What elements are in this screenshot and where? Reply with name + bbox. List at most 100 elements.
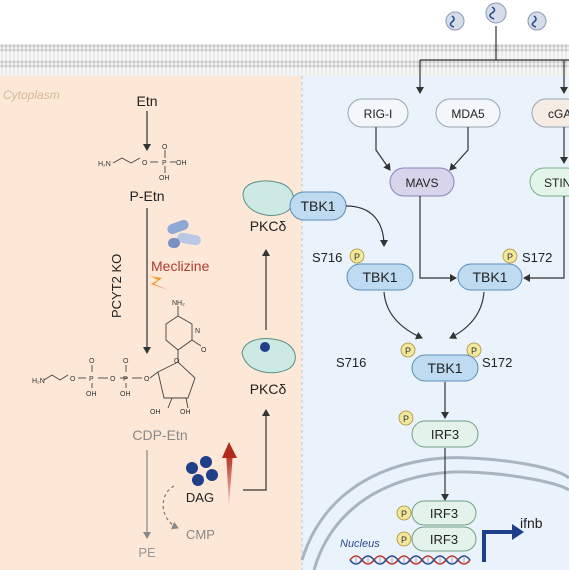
p-etn-label: P-Etn [129,188,164,204]
dag-bound-icon [260,342,270,352]
rig-i-arrow [375,127,391,171]
cgas-label: cGA [548,107,569,121]
svg-text:OH: OH [176,160,187,167]
s172-label-1: S172 [522,250,552,265]
dag-label: DAG [186,490,214,505]
mda5-label: MDA5 [451,107,485,121]
virus-icon [527,11,547,31]
svg-text:OH: OH [180,409,191,416]
svg-text:O: O [110,376,116,383]
pill-icon [167,219,201,248]
mavs-to-tbk1-arrow [419,196,457,282]
dna-helix-icon [349,555,471,565]
sting-label: STIN [544,176,569,190]
increase-arrow-icon [226,452,233,506]
phospho-p: P [507,252,513,262]
pkc-delta-inactive [241,338,296,374]
phospho-badge [400,342,416,358]
tbk1-s172-converge-arrow [449,291,485,339]
svg-text:P: P [89,376,94,383]
svg-text:O: O [70,376,76,383]
mavs-node [389,167,455,197]
pkc-delta-bottom-label: PKCδ [250,381,287,397]
svg-text:H₂N: H₂N [32,378,45,385]
s716-label-1: S716 [312,250,342,265]
sting-to-tbk1-arrow [523,196,565,282]
svg-text:OH: OH [120,391,131,398]
tbk1-dual-label: TBK1 [427,360,462,376]
phospho-badge [398,410,414,426]
svg-text:OH: OH [159,175,170,182]
rig-i-node [347,98,409,128]
phospho-p: P [401,509,407,519]
tbk1-s172-label: TBK1 [472,269,507,285]
svg-text:P: P [162,160,167,167]
svg-text:O: O [201,347,207,354]
pe-label: PE [138,545,156,560]
irf3-dimer-top-label: IRF3 [430,506,458,521]
phospho-p: P [401,535,407,545]
pkc-tbk1-arrow [345,205,388,247]
meclizine-label: Meclizine [151,258,210,274]
svg-text:OH: OH [86,391,97,398]
svg-text:NH₂: NH₂ [172,300,185,307]
virus-entry-arrows [416,26,569,94]
phospho-badge [396,505,412,521]
phospho-p: P [403,414,409,424]
tbk1-dual-node [411,354,479,382]
dag-to-cmp-arrow [162,485,179,530]
nuclear-envelope-outer [300,456,569,561]
cdp-etn-structure: H₂N O P O OH O P O OH O O OH OH NH₂ N O [32,300,207,416]
irf3-dimer-top [411,500,477,526]
s172-label-2: S172 [482,355,512,370]
svg-text:O: O [142,160,148,167]
cytoplasm-label: Cytoplasm [3,88,60,102]
svg-text:P: P [123,376,128,383]
tbk1-s172-node [457,263,523,291]
svg-text:N: N [195,328,200,335]
p-etn-structure: H₂N O P O OH OH [98,144,187,182]
irf3-label: IRF3 [431,427,459,442]
mda5-arrow [449,127,469,171]
virus-icon [445,11,465,31]
ifnb-label: ifnb [520,515,543,531]
svg-text:O: O [144,376,150,383]
phospho-p: P [354,252,360,262]
cytoplasm-panel [0,76,302,570]
etn-label: Etn [136,93,157,109]
irf3-node [411,420,479,448]
phospho-badge [466,342,482,358]
cmp-label: CMP [186,527,215,542]
signaling-panel [302,76,569,570]
extracellular-bg [0,0,569,44]
svg-text:O: O [123,358,129,365]
rig-i-label: RIG-I [364,107,393,121]
lightning-icon [150,276,168,290]
phospho-badge [502,248,518,264]
irf3-dimer-bottom-label: IRF3 [430,532,458,547]
svg-text:H₂N: H₂N [98,161,111,168]
svg-text:OH: OH [150,409,161,416]
pkc-delta-top-label: PKCδ [250,218,287,234]
irf3-dimer-bottom [411,526,477,552]
nucleus-label: Nucleus [340,538,380,550]
cgas-node [531,98,569,128]
transcription-start-icon [482,530,514,562]
phospho-p: P [405,346,411,356]
virus-icon [485,2,507,24]
tbk1-s716-label: TBK1 [362,269,397,285]
increase-arrowhead [222,442,237,458]
phospho-badge [396,531,412,547]
cdp-etn-label: CDP-Etn [132,427,187,443]
tbk1-complex-label: TBK1 [300,198,335,214]
transcription-arrowhead [512,524,524,540]
s716-label-2: S716 [336,355,366,370]
svg-text:O: O [162,144,168,151]
tbk1-s716-node [346,263,414,291]
dag-molecules-icon [186,456,218,486]
mavs-label: MAVS [405,176,438,190]
svg-text:O: O [174,358,180,365]
sting-node [529,167,569,197]
